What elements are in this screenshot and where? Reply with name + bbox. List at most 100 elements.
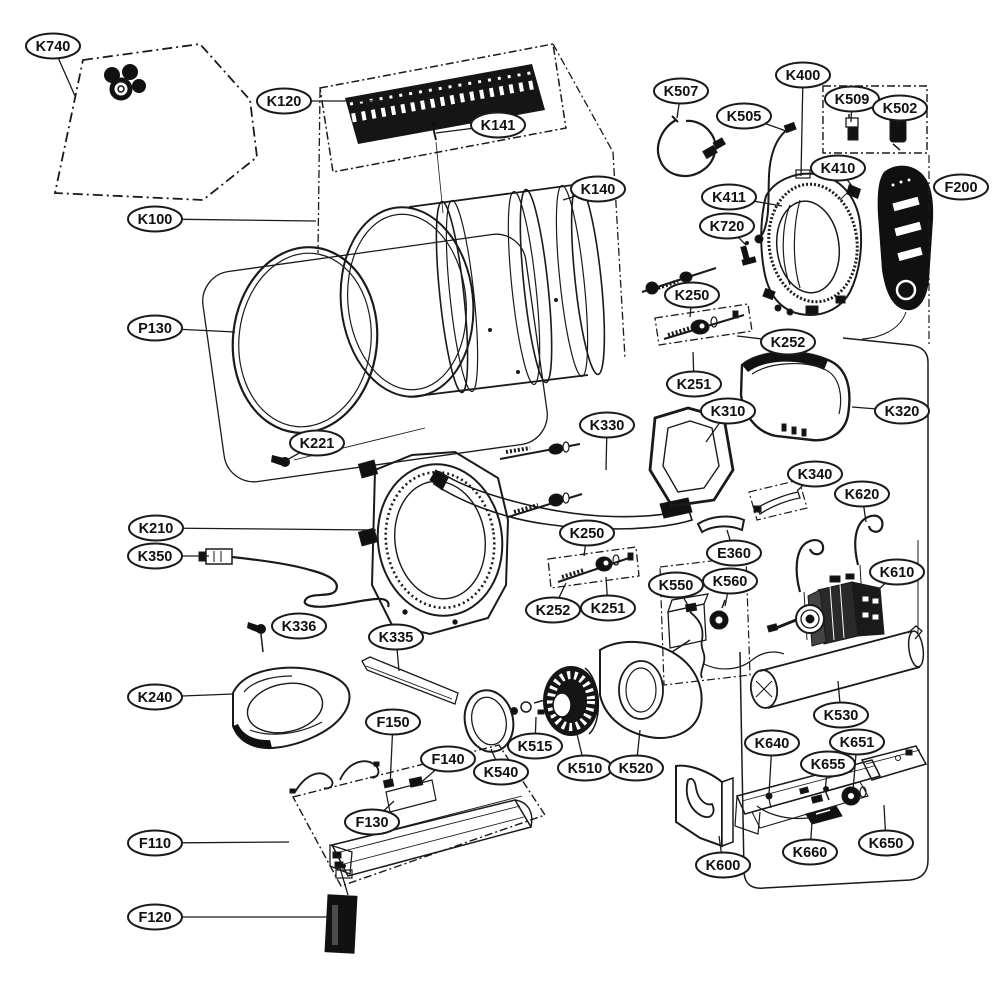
part-label-k740-0: K740 <box>25 32 81 97</box>
label-bubble <box>648 571 704 599</box>
label-bubble <box>775 61 831 89</box>
label-text: K252 <box>771 335 806 351</box>
label-bubble <box>525 596 581 624</box>
label-text: F150 <box>376 715 409 731</box>
roller-tube-illustration <box>749 540 925 709</box>
leader-line <box>583 545 587 557</box>
leader-line <box>768 755 772 795</box>
blower-housing-illustration <box>599 639 703 739</box>
label-text: K540 <box>484 765 519 781</box>
leader-line <box>181 328 236 333</box>
leader-line <box>562 195 576 201</box>
part-label-k651-47: K651 <box>829 728 885 792</box>
label-bubble <box>25 32 81 60</box>
label-text: K250 <box>675 288 710 304</box>
screw-k336-illustration <box>247 622 266 653</box>
label-bubble <box>579 411 635 439</box>
part-label-k336-33: K336 <box>271 612 327 640</box>
labels-layer: K740K120K141K140K100P130K507K505K400K509… <box>25 32 989 931</box>
part-label-k330-20: K330 <box>579 411 635 471</box>
label-text: F120 <box>138 910 171 926</box>
leader-line <box>689 307 692 318</box>
leader-line <box>284 452 301 462</box>
leader-line <box>636 729 641 756</box>
part-label-k660-50: K660 <box>782 821 838 866</box>
leader-line <box>576 733 583 756</box>
label-text: K330 <box>590 418 625 434</box>
part-label-k221-23: K221 <box>284 429 345 462</box>
part-label-p130-5: P130 <box>127 314 236 342</box>
label-text: K640 <box>755 736 790 752</box>
label-text: F110 <box>139 836 171 852</box>
label-text: K350 <box>138 549 173 565</box>
label-bubble <box>473 758 529 786</box>
leader-line <box>534 716 537 734</box>
leader-line <box>754 200 783 207</box>
leader-line <box>765 123 790 133</box>
door-frame-illustration <box>648 406 735 508</box>
part-label-f200-14: F200 <box>933 173 989 201</box>
label-bubble <box>470 111 526 139</box>
leader-line <box>396 649 400 672</box>
leader-line <box>796 484 804 492</box>
front-support-illustration <box>357 450 510 636</box>
label-text: K502 <box>883 101 918 117</box>
label-bubble <box>872 94 928 122</box>
label-text: K120 <box>267 94 302 110</box>
part-label-k140-3: K140 <box>562 175 626 203</box>
part-label-k240-35: K240 <box>127 683 234 711</box>
label-text: K610 <box>880 565 915 581</box>
leader-line <box>389 734 394 788</box>
label-text: K221 <box>300 436 335 452</box>
label-text: K509 <box>835 92 870 108</box>
leader-line <box>705 422 721 443</box>
label-text: F200 <box>944 180 977 196</box>
label-bubble <box>829 728 885 756</box>
label-text: K515 <box>518 739 553 755</box>
label-text: K411 <box>712 190 746 206</box>
label-bubble <box>580 594 636 622</box>
part-label-k509-9: K509 <box>824 85 880 123</box>
label-text: K600 <box>706 858 741 874</box>
part-label-k335-34: K335 <box>368 623 424 672</box>
leader-line <box>181 841 290 844</box>
clip-k410-illustration <box>839 184 861 201</box>
label-bubble <box>368 623 424 651</box>
leader-line <box>57 57 76 97</box>
label-bubble <box>810 154 866 182</box>
part-label-k540-41: K540 <box>473 748 529 786</box>
part-label-k515-42: K515 <box>507 716 563 760</box>
part-label-k720-13: K720 <box>699 212 755 246</box>
label-text: K250 <box>570 526 605 542</box>
label-bubble <box>874 397 930 425</box>
leader-line <box>383 800 395 812</box>
label-bubble <box>127 542 183 570</box>
label-bubble <box>127 829 183 857</box>
part-label-k530-45: K530 <box>813 680 869 729</box>
part-label-k520-44: K520 <box>608 729 664 782</box>
strip-k335-illustration <box>361 656 459 705</box>
leader-line <box>181 693 234 697</box>
leader-line <box>605 437 608 471</box>
top-panel-illustration <box>53 43 258 201</box>
label-text: K210 <box>139 521 174 537</box>
part-label-k100-4: K100 <box>127 205 317 233</box>
leader-line <box>810 821 813 840</box>
bracket-k600-illustration <box>675 764 734 848</box>
part-label-f130-38: F130 <box>344 800 400 836</box>
label-text: F130 <box>355 815 388 831</box>
leader-line <box>558 582 567 599</box>
label-text: K252 <box>536 603 571 619</box>
part-label-e360-29: E360 <box>706 529 762 567</box>
leader-line <box>181 218 317 222</box>
label-bubble <box>664 281 720 309</box>
part-label-k251-17: K251 <box>666 351 722 398</box>
label-text: K660 <box>793 845 828 861</box>
roller-kit-upper-illustration <box>654 303 753 346</box>
part-label-k340-21: K340 <box>787 460 843 492</box>
label-bubble <box>933 173 989 201</box>
label-bubble <box>699 212 755 240</box>
part-label-k250-26: K250 <box>559 519 615 557</box>
part-label-k610-32: K610 <box>869 558 925 592</box>
